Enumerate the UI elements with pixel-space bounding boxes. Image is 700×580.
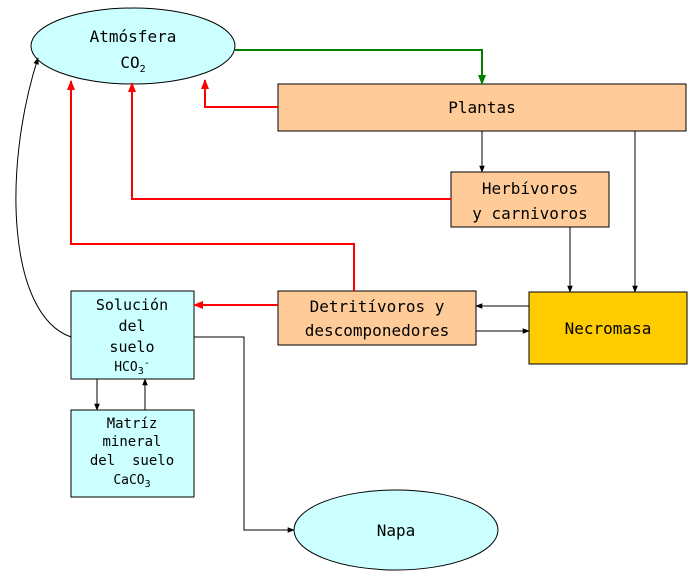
node-matriz-mineral: Matríz mineral del suelo CaCO3: [70, 409, 195, 498]
atmosfera-title: Atmósfera: [90, 27, 177, 46]
flow-solucion-to-atmosfera: [15, 57, 72, 338]
herbivoros-line1: Herbívoros: [482, 179, 578, 198]
solucion-line2: del: [118, 317, 145, 335]
flow-detritivoros-to-atmosfera: [67, 80, 355, 291]
node-herbivoros: Herbívoros y carnivoros: [450, 171, 610, 228]
detritivoros-line1: Detritívoros y: [310, 297, 445, 316]
herbivoros-box: [450, 171, 610, 228]
solucion-line3: suelo: [109, 338, 154, 356]
herbivoros-line2: y carnivoros: [472, 204, 588, 223]
atmosfera-co2: CO2: [120, 53, 145, 75]
node-solucion-suelo: Solución del suelo HCO3-: [70, 290, 195, 380]
node-necromasa: Necromasa: [528, 291, 688, 365]
node-atmosfera: Atmósfera CO2: [30, 7, 236, 85]
matriz-box: [70, 409, 195, 498]
matriz-line3: del suelo: [90, 453, 174, 469]
atmosfera-ellipse: [30, 7, 236, 85]
flow-solucion-to-napa: [194, 336, 295, 533]
detritivoros-box: [277, 290, 477, 346]
node-napa: Napa: [293, 489, 499, 571]
napa-label: Napa: [377, 521, 416, 540]
necromasa-box: [528, 291, 688, 365]
solucion-box: [70, 290, 195, 380]
node-detritivoros: Detritívoros y descomponedores: [277, 290, 477, 346]
flow-plantas-to-atmosfera: [201, 79, 278, 108]
flow-herbivoros-to-atmosfera: [128, 82, 451, 200]
flow-atmosfera-to-plantas: [235, 49, 486, 85]
detritivoros-line2: descomponedores: [305, 321, 450, 340]
solucion-hco3: HCO3-: [114, 358, 150, 377]
matriz-line2: mineral: [102, 434, 161, 450]
matriz-caco3: CaCO3: [113, 473, 150, 490]
node-plantas: Plantas: [277, 83, 687, 132]
solucion-line1: Solución: [96, 296, 168, 314]
plantas-label: Plantas: [448, 98, 515, 117]
necromasa-label: Necromasa: [565, 319, 652, 338]
matriz-line1: Matríz: [107, 416, 158, 432]
